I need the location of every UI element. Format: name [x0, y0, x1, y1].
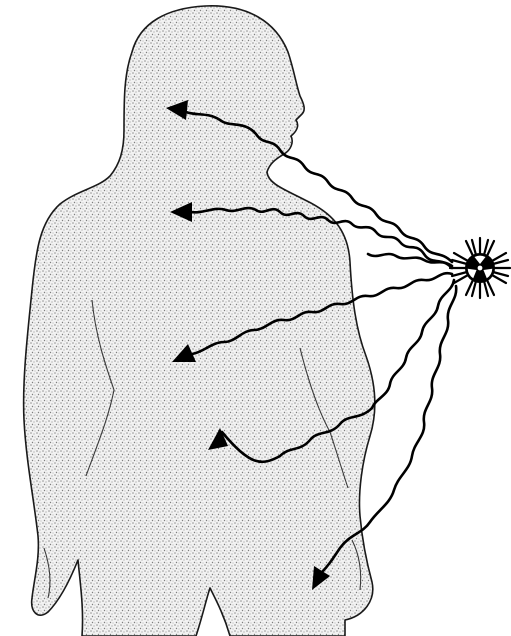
radiation-source — [450, 238, 510, 298]
human-figure-silhouette — [24, 6, 375, 636]
